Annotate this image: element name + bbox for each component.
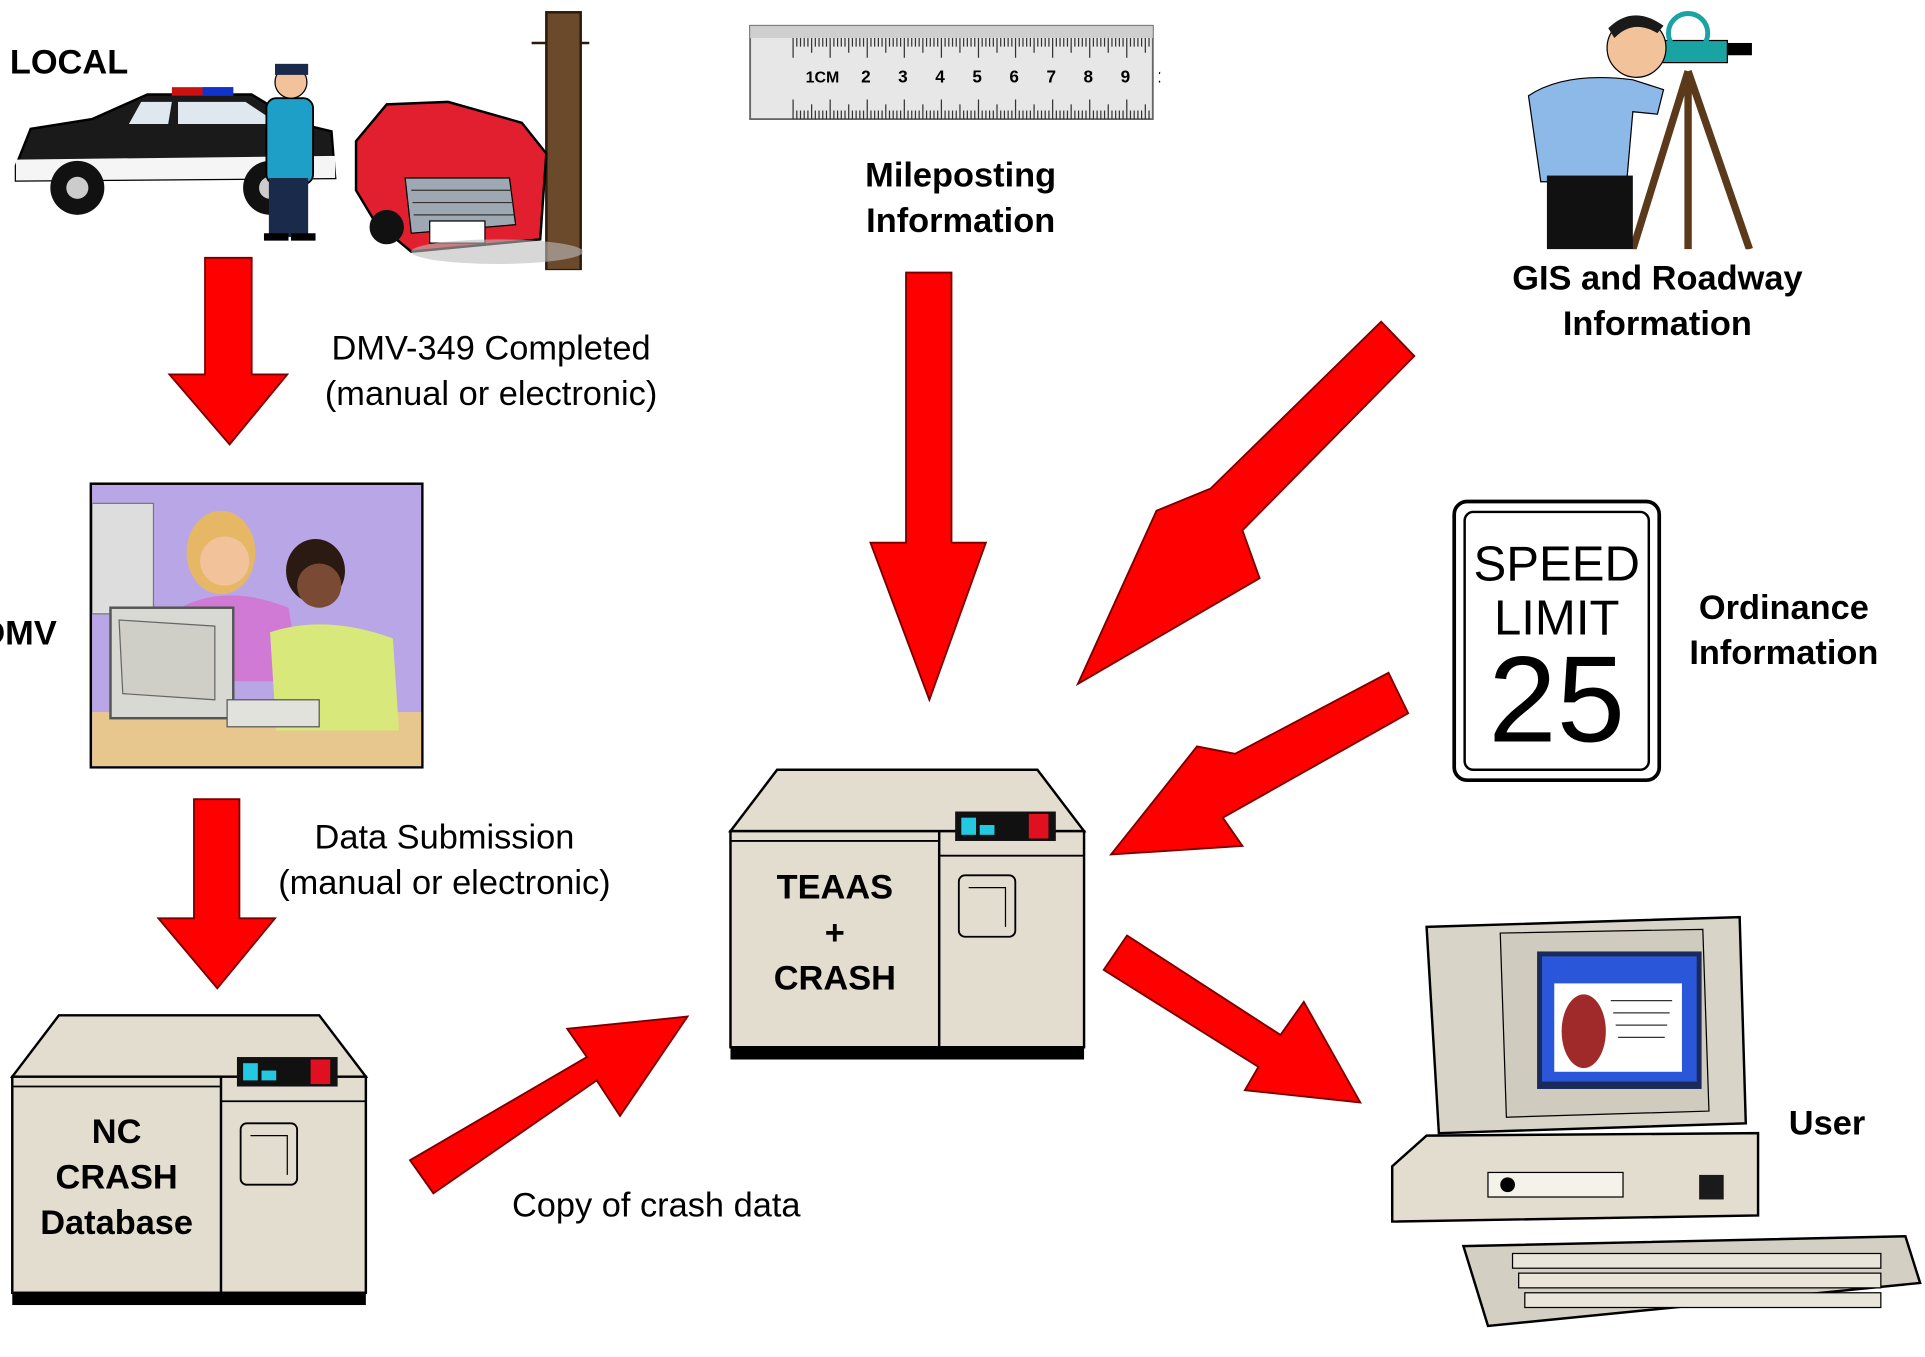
nc-crash-line3: Database <box>40 1203 194 1242</box>
ruler-illustration: 1CM 2 3 4 5 6 7 8 9 10 <box>749 22 1177 123</box>
dmv-label: DMV <box>0 613 57 652</box>
ruler-mark: 5 <box>972 66 982 86</box>
gis-line1: GIS and Roadway <box>1512 259 1803 298</box>
teaas-line1: TEAAS <box>776 867 894 907</box>
dmv349-line1: DMV-349 Completed <box>331 329 651 368</box>
submission-line2: (manual or electronic) <box>278 863 611 902</box>
surveyor-illustration <box>1516 4 1755 251</box>
copy-crash-data-label: Copy of crash data <box>511 1185 801 1225</box>
user-computer <box>1390 915 1925 1351</box>
ruler-mark: 2 <box>861 66 871 86</box>
mileposting-line1: Mileposting <box>865 155 1057 194</box>
ruler-mark: 7 <box>1046 66 1056 86</box>
nc-crash-server: NC CRASH Database <box>9 1013 369 1308</box>
ruler-mark: 4 <box>935 66 945 86</box>
dmv-office-illustration <box>89 482 424 769</box>
ordinance-line1: Ordinance <box>1698 588 1869 627</box>
user-label: User <box>1788 1103 1866 1142</box>
local-label: LOCAL <box>9 42 129 82</box>
ruler-mark: 9 <box>1121 66 1131 86</box>
dmv349-line2: (manual or electronic) <box>324 374 658 413</box>
arrow-mileposting-to-teaas <box>869 271 988 703</box>
nc-crash-line1: NC <box>91 1112 142 1151</box>
arrow-local-to-dmv <box>167 256 290 446</box>
speed-sign-number: 25 <box>1488 631 1625 769</box>
teaas-line2: + <box>824 913 845 952</box>
arrow-dmv-to-ncc <box>156 798 277 990</box>
speed-sign-line2: LIMIT <box>1493 591 1620 646</box>
teaas-crash-server: TEAAS + CRASH <box>728 767 1087 1062</box>
police-crash-illustration <box>6 6 596 272</box>
arrow-ordinance-to-teaas <box>1109 671 1410 856</box>
submission-line1: Data Submission <box>314 817 575 856</box>
nc-crash-line2: CRASH <box>55 1157 178 1196</box>
ruler-mark: 10 <box>1158 66 1160 86</box>
speed-sign-line1: SPEED <box>1473 537 1640 592</box>
arrow-teaas-to-user <box>1102 934 1362 1104</box>
ruler-mark: 8 <box>1084 66 1094 86</box>
ruler-mark: 6 <box>1009 66 1019 86</box>
ruler-mark: 3 <box>898 66 908 86</box>
mileposting-line2: Information <box>866 201 1056 240</box>
arrow-gis-to-teaas <box>1075 320 1416 687</box>
gis-line2: Information <box>1562 304 1752 343</box>
teaas-line3: CRASH <box>773 958 896 997</box>
ruler-mark: 1CM <box>806 69 840 86</box>
arrow-ncc-to-teaas <box>408 1015 690 1195</box>
ordinance-line2: Information <box>1689 633 1879 672</box>
speed-limit-sign: SPEED LIMIT 25 <box>1452 499 1662 783</box>
